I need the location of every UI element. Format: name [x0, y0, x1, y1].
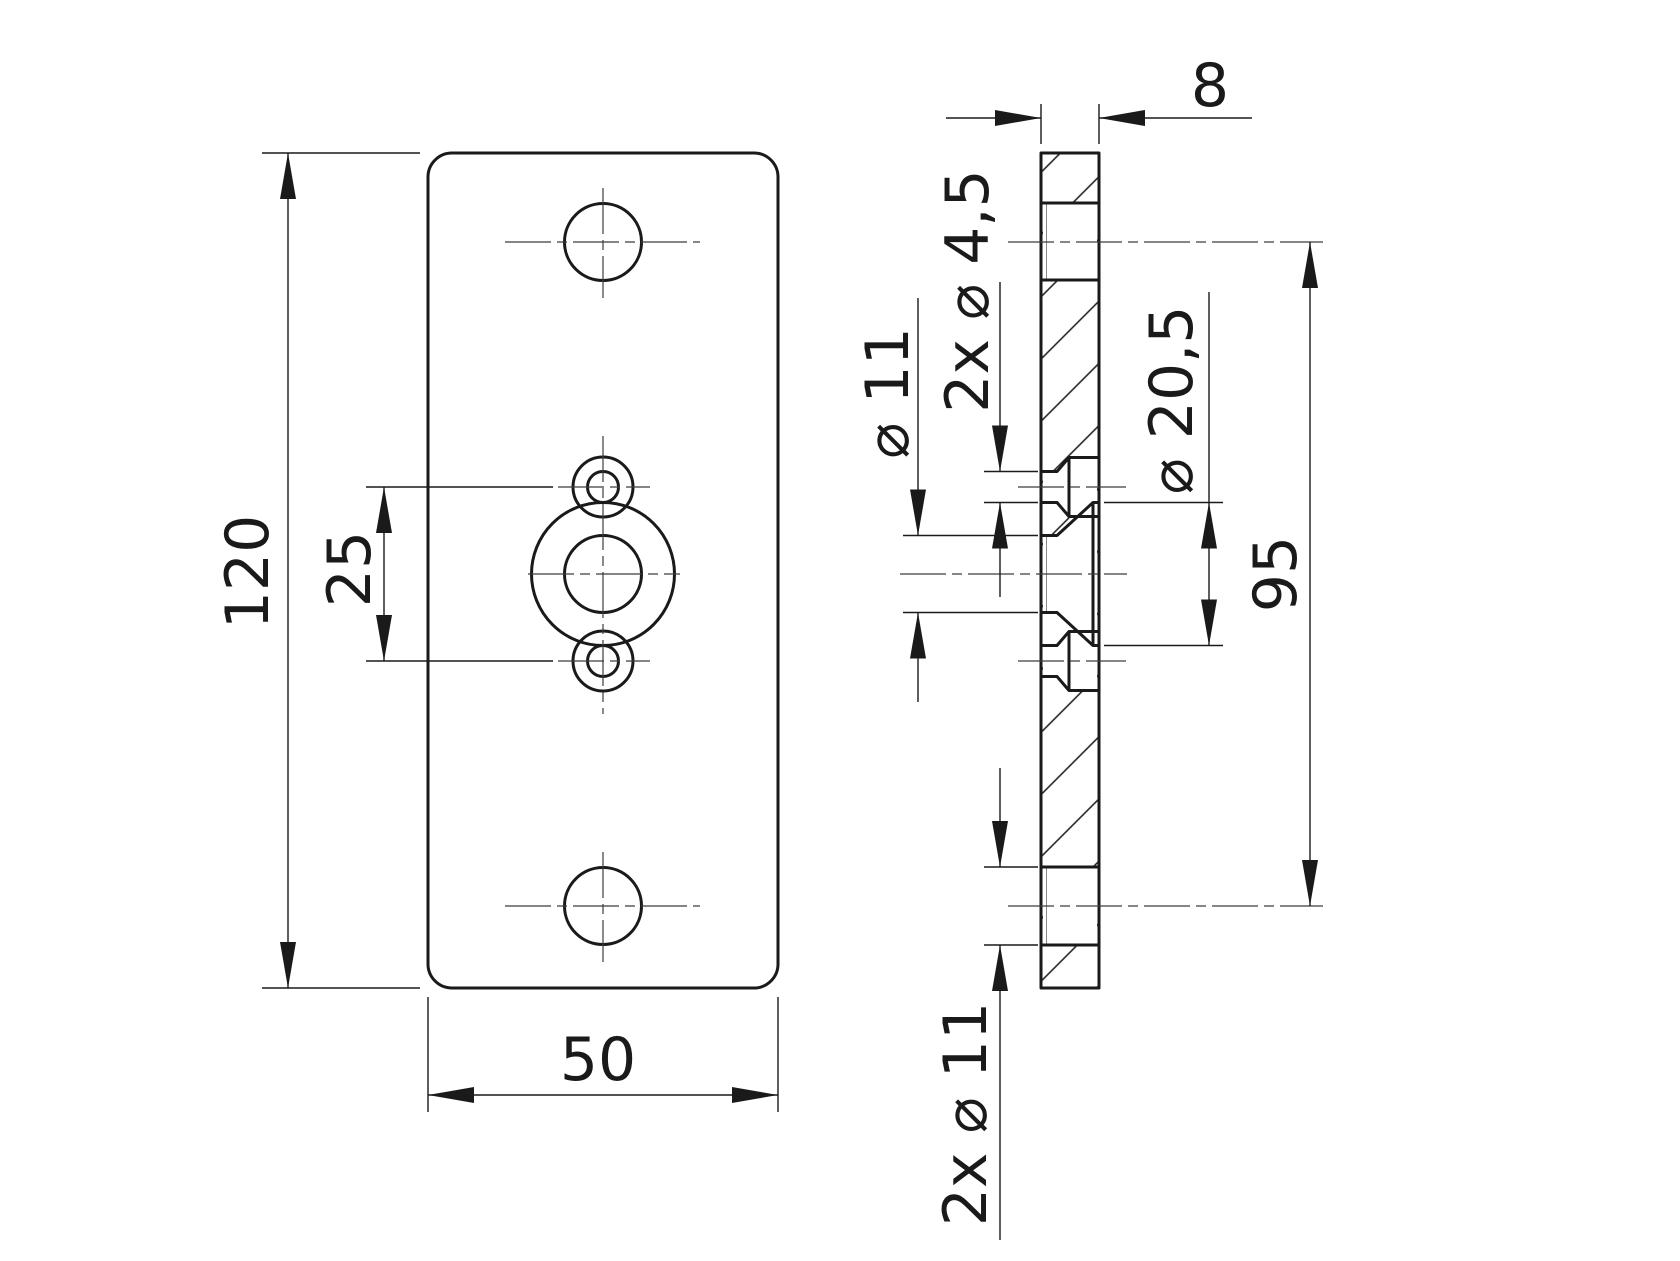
dim-120-arrow-down: [280, 942, 296, 988]
mount-hole-top-edges: [1041, 201, 1099, 282]
dim-25-label: 25: [315, 531, 385, 607]
mount-hole-bottom-edges: [1041, 865, 1099, 947]
countersink-top-edges: [1041, 456, 1099, 518]
dim-8-arrow-right: [995, 110, 1041, 126]
dim-120-lines: [262, 152, 420, 989]
dim-120-arrow-up: [280, 153, 296, 199]
dim-d205-lines: [1104, 292, 1223, 647]
dim-d11-arrow-down: [910, 489, 926, 536]
dim-95-label: 95: [1241, 536, 1311, 612]
front-view: [426, 151, 780, 990]
dim-8-lines: [946, 104, 1252, 144]
dim-d205-label: ⌀ 20,5: [1137, 306, 1207, 495]
dim-d11-lines: [903, 298, 1038, 702]
plate-side-outline: [1039, 151, 1101, 990]
dim-25-arrow-up: [376, 487, 392, 533]
dim-95-arrow-up: [1302, 242, 1318, 288]
dim-d45-arrow-up: [992, 502, 1008, 549]
dim-2xd11-lines: [984, 768, 1038, 1240]
dim-25-lines: [366, 486, 553, 662]
dim-8-arrow-left: [1099, 110, 1145, 126]
dim-d45-arrow-down: [992, 425, 1008, 472]
dim-2xd11-arrow-up: [992, 945, 1008, 991]
dim-d11-arrow-up: [910, 612, 926, 659]
dim-2xd11-arrow-down: [992, 821, 1008, 867]
side-centerlines: [900, 241, 1323, 907]
side-view: [900, 151, 1323, 990]
front-centerlines: [505, 188, 700, 962]
dim-120-label: 120: [213, 515, 283, 630]
dim-50-lines: [427, 997, 779, 1112]
dim-d45-lines: [984, 282, 1038, 597]
dim-50-label: 50: [560, 1025, 636, 1095]
dim-d11-label: ⌀ 11: [853, 327, 923, 459]
dim-d205-arrow-up: [1201, 502, 1217, 549]
dim-2xd11-label: 2x ⌀ 11: [931, 1002, 1001, 1226]
dim-25-arrow-down: [376, 615, 392, 661]
dim-50-arrow-right: [732, 1087, 778, 1103]
dim-d45-label: 2x ⌀ 4,5: [933, 169, 1003, 412]
countersink-bottom-edges: [1041, 630, 1099, 692]
dim-8-label: 8: [1191, 51, 1229, 121]
side-view-dimensions: 8 ⌀ 11 2x ⌀ 4,5 ⌀ 20,5 95 2x ⌀ 11: [853, 51, 1318, 1240]
dim-50-arrow-left: [428, 1087, 474, 1103]
dim-d205-arrow-down: [1201, 599, 1217, 646]
plate-front-outline: [426, 151, 780, 990]
dim-95-arrow-down: [1302, 860, 1318, 906]
front-view-dimensions: 120 25 50: [213, 152, 779, 1112]
